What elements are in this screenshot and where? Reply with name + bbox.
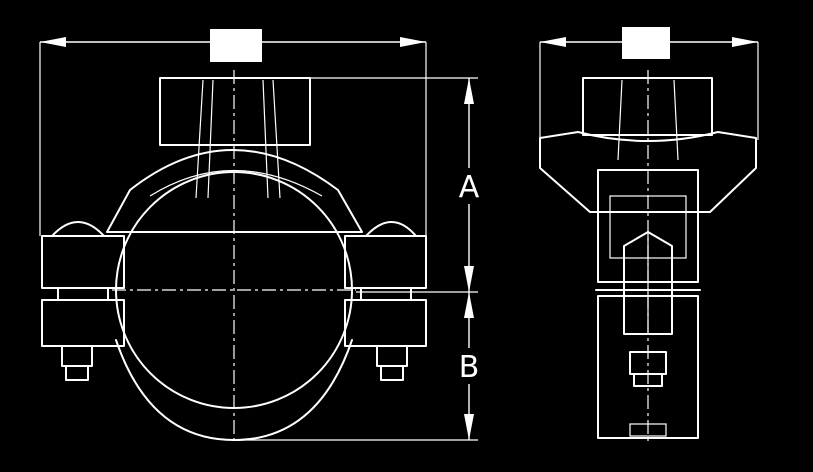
front-upper-lugs: [41, 221, 427, 289]
front-width-value-box: [210, 29, 262, 62]
front-nuts: [61, 345, 408, 381]
dimension-label-b: B: [459, 350, 480, 385]
height-dimensions: A B: [234, 77, 486, 441]
front-view: A B: [39, 29, 486, 442]
front-width-dimension: [39, 29, 427, 236]
side-width-dimension: [539, 27, 759, 140]
dimension-label-a: A: [459, 170, 480, 205]
side-view: [539, 27, 759, 442]
front-upper-housing: [106, 149, 363, 233]
side-wing-housing: [539, 131, 757, 213]
side-width-value-box: [622, 27, 670, 59]
front-top-boss: [159, 77, 311, 199]
